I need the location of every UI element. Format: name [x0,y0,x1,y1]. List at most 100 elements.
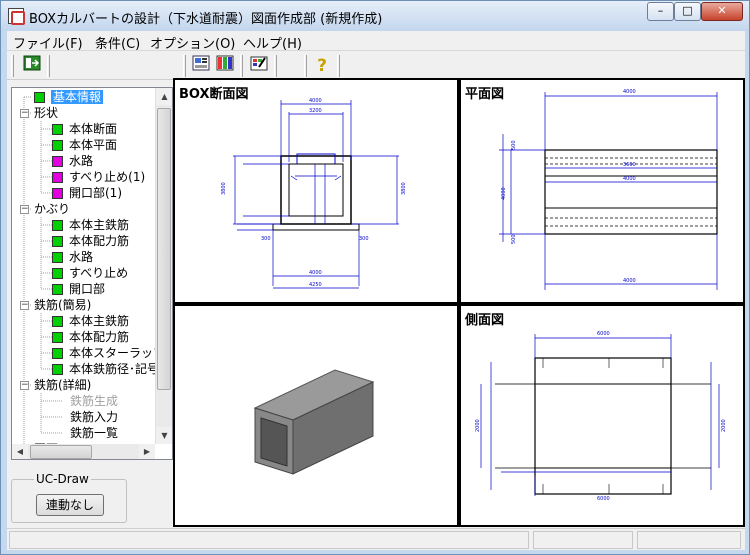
tree-horizontal-scrollbar[interactable]: ◀ ▶ [12,444,155,459]
status-marker [52,220,63,231]
toolbar: ? [7,52,745,80]
tree-item[interactable]: すべり止め(1) [52,169,145,185]
menu-condition[interactable]: 条件(C) [95,37,141,52]
svg-text:4000: 4000 [309,98,322,104]
tree-item[interactable]: 本体平面 [52,137,117,153]
status-marker [52,140,63,151]
scroll-up-icon[interactable]: ▲ [156,88,172,105]
svg-text:3200: 3200 [309,108,322,114]
status-marker [52,364,63,375]
toolbar-grip[interactable] [11,55,14,77]
toolbar-grip[interactable] [183,55,186,77]
tree-group[interactable]: かぶり [34,202,71,216]
tree-group[interactable]: 鉄筋(簡易) [34,298,92,312]
status-marker [52,124,63,135]
status-field-main [9,531,529,549]
toolbar-separator [240,55,243,77]
status-marker [52,268,63,279]
tree-item[interactable]: 開口部 [52,281,105,297]
tree-group[interactable]: 形状 [34,106,59,120]
checkmark-icon[interactable] [34,92,45,103]
scroll-thumb[interactable] [157,108,171,390]
svg-text:4250: 4250 [309,282,322,288]
status-marker [52,172,63,183]
status-marker [52,156,63,167]
scroll-right-icon[interactable]: ▶ [139,444,155,459]
uc-draw-link-button[interactable]: 連動なし [36,494,104,516]
svg-text:300: 300 [261,236,271,242]
tree-item[interactable]: 開口部(1) [52,185,122,201]
tree-item-disabled: 鉄筋生成 [70,394,119,408]
svg-text:4000: 4000 [309,270,322,276]
collapse-icon[interactable]: − [20,108,29,118]
help-icon[interactable]: ? [317,56,327,76]
tree-vertical-scrollbar[interactable]: ▲ ▼ [155,88,172,444]
minimize-button[interactable]: – [647,2,674,21]
collapse-icon[interactable]: − [20,204,29,214]
exit-icon[interactable] [21,55,43,77]
tree-root-basic-info[interactable]: 基本情報 [34,89,104,105]
layout-icon[interactable] [190,55,212,77]
tree-panel: 基本情報 − 形状 本体断面 本体平面 水路 すべり止め(1) 開口部(1) −… [11,87,173,460]
svg-text:6000: 6000 [597,331,610,337]
status-marker [52,284,63,295]
3d-view-pane[interactable] [175,306,457,525]
tree-group[interactable]: 図面 [34,441,58,444]
tree-item[interactable]: 本体スターラップ [52,345,155,361]
tree-item[interactable]: 本体配力筋 [52,233,129,249]
toolbar-separator [47,55,50,77]
tree-item[interactable]: 本体主鉄筋 [52,313,129,329]
tree-item[interactable]: 本体配力筋 [52,329,129,345]
menu-options[interactable]: オプション(O) [150,37,236,52]
uc-draw-legend: UC-Draw [34,472,91,486]
scroll-down-icon[interactable]: ▼ [156,427,172,444]
plan-view-title: 平面図 [465,87,505,102]
side-view-pane[interactable]: 側面図 6000 6000 2000 [461,306,743,525]
section-view-title: BOX断面図 [179,87,249,102]
collapse-icon[interactable]: − [20,380,29,390]
tree-item[interactable]: 本体主鉄筋 [52,217,129,233]
settings-tree: 基本情報 − 形状 本体断面 本体平面 水路 すべり止め(1) 開口部(1) −… [12,88,155,444]
box-3d-model [253,369,375,475]
scroll-thumb[interactable] [30,445,92,459]
svg-text:3800: 3800 [401,182,407,195]
svg-text:500: 500 [511,140,517,150]
status-field-3 [637,531,741,549]
maximize-button[interactable]: □ [674,2,701,21]
close-button[interactable]: ✕ [701,2,743,21]
tree-item[interactable]: 本体鉄筋径･記号 [52,361,155,377]
status-marker [52,236,63,247]
svg-text:300: 300 [359,236,369,242]
svg-text:4000: 4000 [623,89,636,95]
toolbar-grip[interactable] [304,55,307,77]
section-view-pane[interactable]: BOX断面図 [175,80,457,302]
side-view-title: 側面図 [465,313,505,328]
svg-text:4000: 4000 [623,176,636,182]
menu-help[interactable]: ヘルプ(H) [243,37,302,52]
tree-item[interactable]: 本体断面 [52,121,117,137]
table-icon[interactable] [214,55,236,77]
svg-text:2000: 2000 [721,419,727,432]
tree-item[interactable]: 水路 [52,249,93,265]
app-icon[interactable] [8,8,25,25]
tree-item[interactable]: 鉄筋入力 [70,410,119,424]
tree-root-label: 基本情報 [51,90,104,104]
tree-item[interactable]: 鉄筋一覧 [70,426,119,440]
status-bar [7,528,745,550]
menu-file[interactable]: ファイル(F) [13,37,83,52]
svg-text:3600: 3600 [623,162,636,168]
window-title: BOXカルバートの設計（下水道耐震）図面作成部 (新規作成) [29,12,383,27]
status-marker [52,252,63,263]
client-area: ファイル(F) 条件(C) オプション(O) ヘルプ(H) ? [7,31,745,550]
scroll-left-icon[interactable]: ◀ [12,444,28,459]
tree-item[interactable]: 水路 [52,153,93,169]
collapse-icon[interactable]: − [20,300,29,310]
tree-group[interactable]: 鉄筋(詳細) [34,378,92,392]
tree-item[interactable]: すべり止め [52,265,128,281]
settings-icon[interactable] [248,55,270,77]
title-bar[interactable]: BOXカルバートの設計（下水道耐震）図面作成部 (新規作成) – □ ✕ [1,1,749,31]
